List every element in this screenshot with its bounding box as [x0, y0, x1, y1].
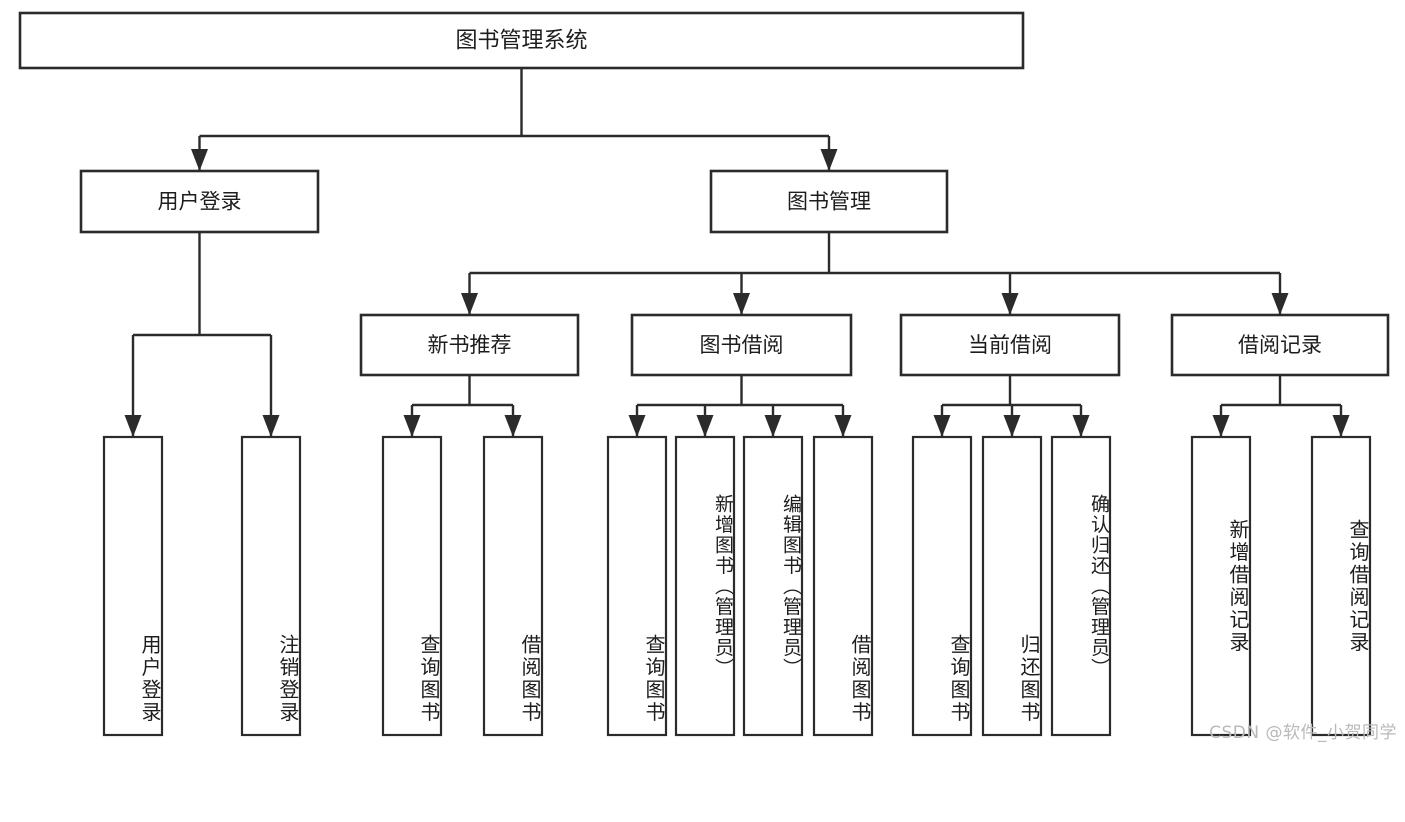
arrow-head-icon — [1072, 415, 1090, 437]
arrow-head-icon — [628, 415, 646, 437]
arrow-head-icon — [403, 415, 421, 437]
level2-node-label-1: 图书借阅 — [700, 333, 784, 357]
arrow-head-icon — [191, 149, 208, 171]
arrow-head-icon — [933, 415, 951, 437]
boxes-layer — [18, 11, 1390, 737]
leaf-node-box-3[interactable] — [482, 435, 544, 737]
arrow-head-icon — [1212, 415, 1230, 437]
arrow-head-icon — [1003, 415, 1021, 437]
leaf-node-box-10[interactable] — [1050, 435, 1112, 737]
level1-node-box-1[interactable] — [709, 169, 949, 234]
level2-node-label-0: 新书推荐 — [428, 333, 512, 357]
arrow-head-icon — [1332, 415, 1350, 437]
diagram-canvas: 图书管理系统用户登录图书管理新书推荐图书借阅当前借阅借阅记录 用户登录注销登录查… — [18, 11, 1397, 743]
level1-node-box-0[interactable] — [79, 169, 320, 234]
leaf-node-box-9[interactable] — [981, 435, 1043, 737]
root-node-box[interactable] — [18, 11, 1025, 70]
leaf-node-box-2[interactable] — [381, 435, 443, 737]
leaf-node-box-8[interactable] — [911, 435, 973, 737]
arrow-head-icon — [461, 293, 478, 315]
level2-node-box-2[interactable] — [899, 313, 1121, 377]
arrow-head-icon — [834, 415, 852, 437]
leaf-node-box-5[interactable] — [674, 435, 736, 737]
leaf-node-box-7[interactable] — [812, 435, 874, 737]
arrow-head-icon — [764, 415, 782, 437]
level2-node-label-3: 借阅记录 — [1238, 333, 1322, 357]
arrow-head-icon — [696, 415, 714, 437]
leaf-node-box-6[interactable] — [742, 435, 804, 737]
connectors-layer — [124, 68, 1350, 437]
leaf-node-box-0[interactable] — [102, 435, 164, 737]
leaf-node-box-1[interactable] — [240, 435, 302, 737]
leaf-node-box-11[interactable] — [1190, 435, 1252, 737]
watermark: CSDN @软件_小贺同学 — [1209, 723, 1397, 743]
arrow-head-icon — [733, 293, 750, 315]
level2-node-box-3[interactable] — [1170, 313, 1390, 377]
arrow-head-icon — [1001, 293, 1019, 315]
arrow-head-icon — [262, 415, 280, 437]
arrow-head-icon — [124, 415, 142, 437]
level2-node-label-2: 当前借阅 — [968, 333, 1052, 357]
root-node-label: 图书管理系统 — [455, 29, 587, 54]
leaf-node-box-12[interactable] — [1310, 435, 1372, 737]
arrow-head-icon — [1271, 293, 1289, 315]
level2-node-box-0[interactable] — [359, 313, 580, 377]
arrow-head-icon — [820, 149, 838, 171]
level1-node-label-0: 用户登录 — [158, 190, 242, 214]
arrow-head-icon — [504, 415, 522, 437]
leaf-node-box-4[interactable] — [606, 435, 668, 737]
level1-node-label-1: 图书管理 — [787, 190, 871, 214]
level2-node-box-1[interactable] — [630, 313, 853, 377]
